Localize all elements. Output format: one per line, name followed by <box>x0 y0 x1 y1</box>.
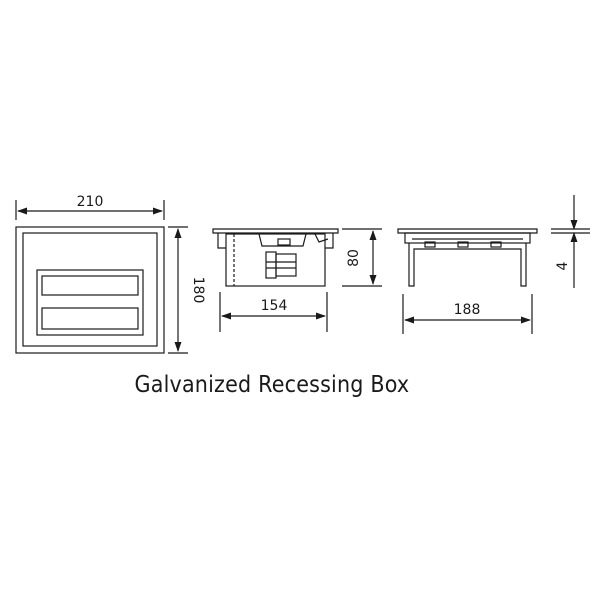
front-inner-frame <box>22 232 158 347</box>
side-box-body <box>225 233 326 287</box>
front-socket-panel-top <box>41 275 139 296</box>
back-box-body <box>408 243 527 287</box>
side-height-label: 80 <box>346 249 362 267</box>
lip-thickness-detail <box>551 195 590 288</box>
back-view <box>397 228 538 334</box>
side-latch <box>314 233 329 243</box>
side-width-label: 154 <box>261 298 288 314</box>
back-top-lip <box>397 228 538 234</box>
back-width-label: 188 <box>454 302 481 318</box>
front-opening <box>36 269 144 336</box>
side-left-flange <box>217 233 226 249</box>
side-view <box>212 228 382 332</box>
side-right-flange <box>325 233 334 249</box>
back-socket-mark-3 <box>490 241 502 248</box>
front-socket-panel-bottom <box>41 307 139 330</box>
side-tray <box>258 233 307 247</box>
front-view <box>15 200 188 354</box>
side-cable-gland-left <box>265 251 277 279</box>
drawing-title: Galvanized Recessing Box <box>134 372 410 398</box>
back-socket-mark-2 <box>457 241 469 248</box>
side-cable-gland-right <box>275 253 297 277</box>
front-height-label: 180 <box>190 277 206 304</box>
side-top-lip <box>212 228 339 234</box>
lip-thickness-label: 4 <box>555 261 571 270</box>
back-socket-mark-1 <box>424 241 436 248</box>
front-outer-frame <box>15 226 165 354</box>
side-tray-clip <box>277 238 291 246</box>
front-width-label: 210 <box>77 194 104 210</box>
